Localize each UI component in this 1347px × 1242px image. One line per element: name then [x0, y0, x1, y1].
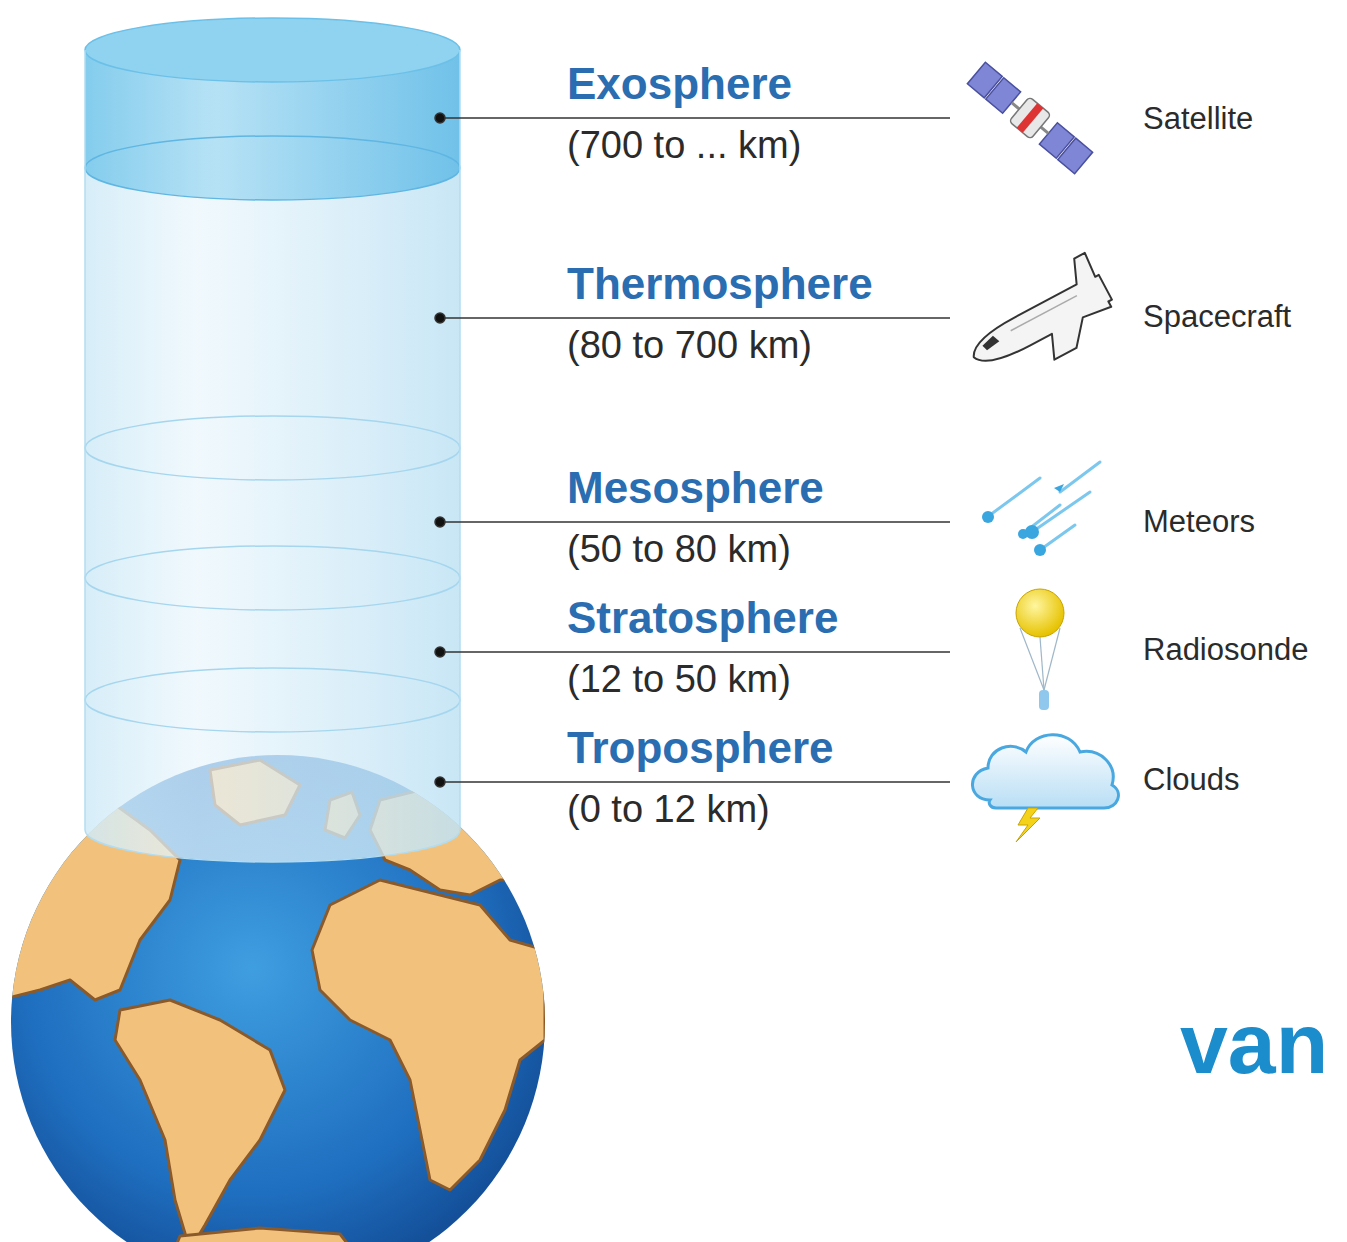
- altitude-range: (700 to ... km): [567, 126, 801, 164]
- icon-caption: Satellite: [1143, 103, 1253, 134]
- cloud-icon: [972, 735, 1118, 842]
- altitude-range: (0 to 12 km): [567, 790, 770, 828]
- icon-caption: Radiosonde: [1143, 634, 1308, 665]
- icon-caption: Clouds: [1143, 764, 1240, 795]
- layer-name: Thermosphere: [567, 262, 873, 306]
- meteors-icon: [982, 462, 1100, 556]
- spacecraft-icon: [955, 252, 1124, 393]
- layer-name: Troposphere: [567, 726, 834, 770]
- leader-lines: [435, 113, 950, 787]
- layer-name: Exosphere: [567, 62, 792, 106]
- watermark: van: [1180, 1000, 1328, 1086]
- altitude-range: (12 to 50 km): [567, 660, 791, 698]
- icon-caption: Meteors: [1143, 506, 1255, 537]
- atmosphere-column: [85, 18, 460, 862]
- satellite-icon: [966, 61, 1094, 176]
- radiosonde-icon: [1016, 589, 1064, 710]
- layer-name: Mesosphere: [567, 466, 824, 510]
- layer-name: Stratosphere: [567, 596, 838, 640]
- icon-caption: Spacecraft: [1143, 301, 1291, 332]
- altitude-range: (80 to 700 km): [567, 326, 812, 364]
- altitude-range: (50 to 80 km): [567, 530, 791, 568]
